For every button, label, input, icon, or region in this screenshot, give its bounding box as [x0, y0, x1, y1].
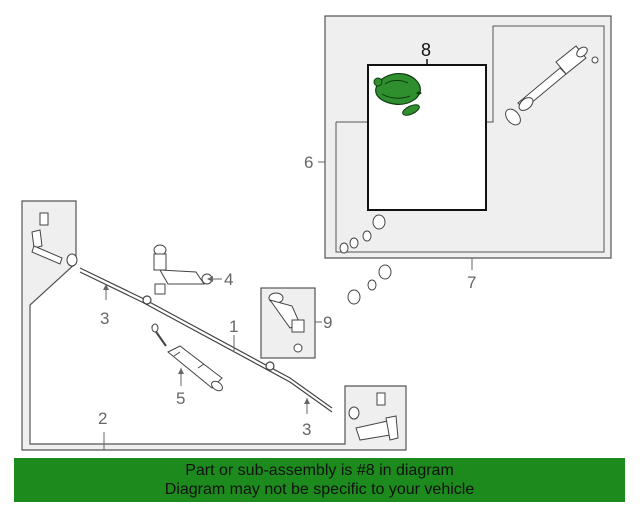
gear-seals — [339, 214, 392, 305]
idler-arm — [153, 244, 213, 295]
callout-8: 8 — [421, 40, 431, 60]
right-tie-rod-end — [348, 392, 399, 441]
callout-6: 6 — [304, 153, 313, 172]
banner-line-1: Part or sub-assembly is #8 in diagram — [185, 462, 454, 479]
center-link — [79, 267, 333, 413]
steering-damper — [151, 323, 223, 392]
callout-3b: 3 — [302, 420, 311, 439]
callout-2: 2 — [98, 409, 107, 428]
pitman-arm — [268, 292, 305, 353]
parts-diagram: 6 7 8 2 1 3 3 4 — [21, 15, 612, 451]
gear-housing-outline — [335, 25, 605, 253]
callout-1: 1 — [229, 317, 238, 336]
part-8-valve-assembly[interactable] — [373, 73, 422, 118]
callout-3a: 3 — [100, 309, 109, 328]
callout-9: 9 — [323, 313, 332, 332]
banner-line-2: Diagram may not be specific to your vehi… — [164, 481, 475, 498]
pinion-shaft — [505, 45, 599, 126]
callout-7: 7 — [467, 273, 476, 292]
left-tie-rod-end — [31, 212, 78, 267]
callout-5: 5 — [176, 389, 185, 408]
callout-4: 4 — [224, 270, 233, 289]
info-banner: Part or sub-assembly is #8 in diagram Di… — [14, 458, 625, 502]
